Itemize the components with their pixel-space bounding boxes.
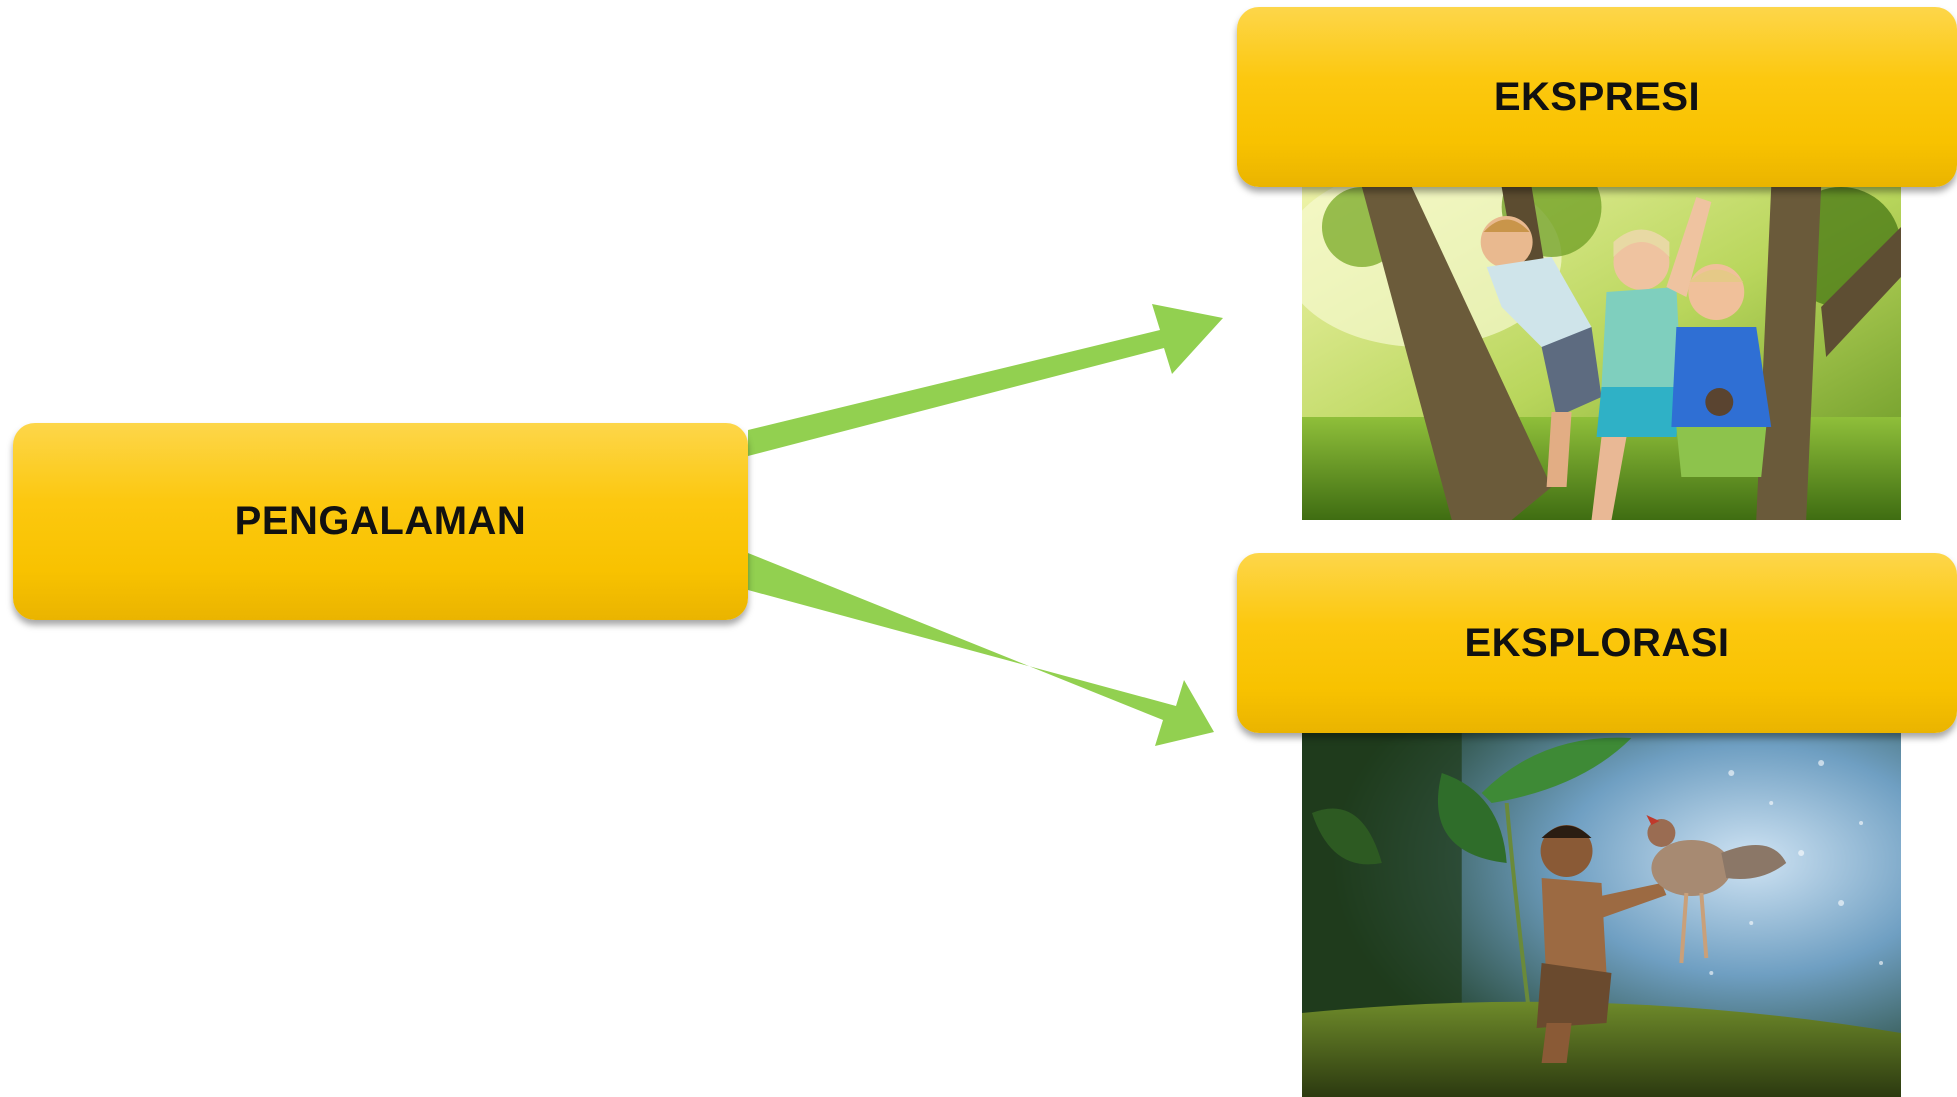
boy-holding-rooster-photo	[1302, 733, 1901, 1097]
arrow-to-eksplorasi	[748, 553, 1214, 746]
eksplorasi-box: EKSPLORASI	[1237, 553, 1957, 733]
ekspresi-box: EKSPRESI	[1237, 7, 1957, 187]
arrow-to-ekspresi	[748, 304, 1223, 456]
children-climbing-tree-photo	[1302, 187, 1901, 520]
pengalaman-box: PENGALAMAN	[13, 423, 748, 620]
ekspresi-label: EKSPRESI	[1493, 74, 1701, 119]
eksplorasi-label: EKSPLORASI	[1464, 620, 1730, 665]
pengalaman-label: PENGALAMAN	[234, 499, 527, 543]
